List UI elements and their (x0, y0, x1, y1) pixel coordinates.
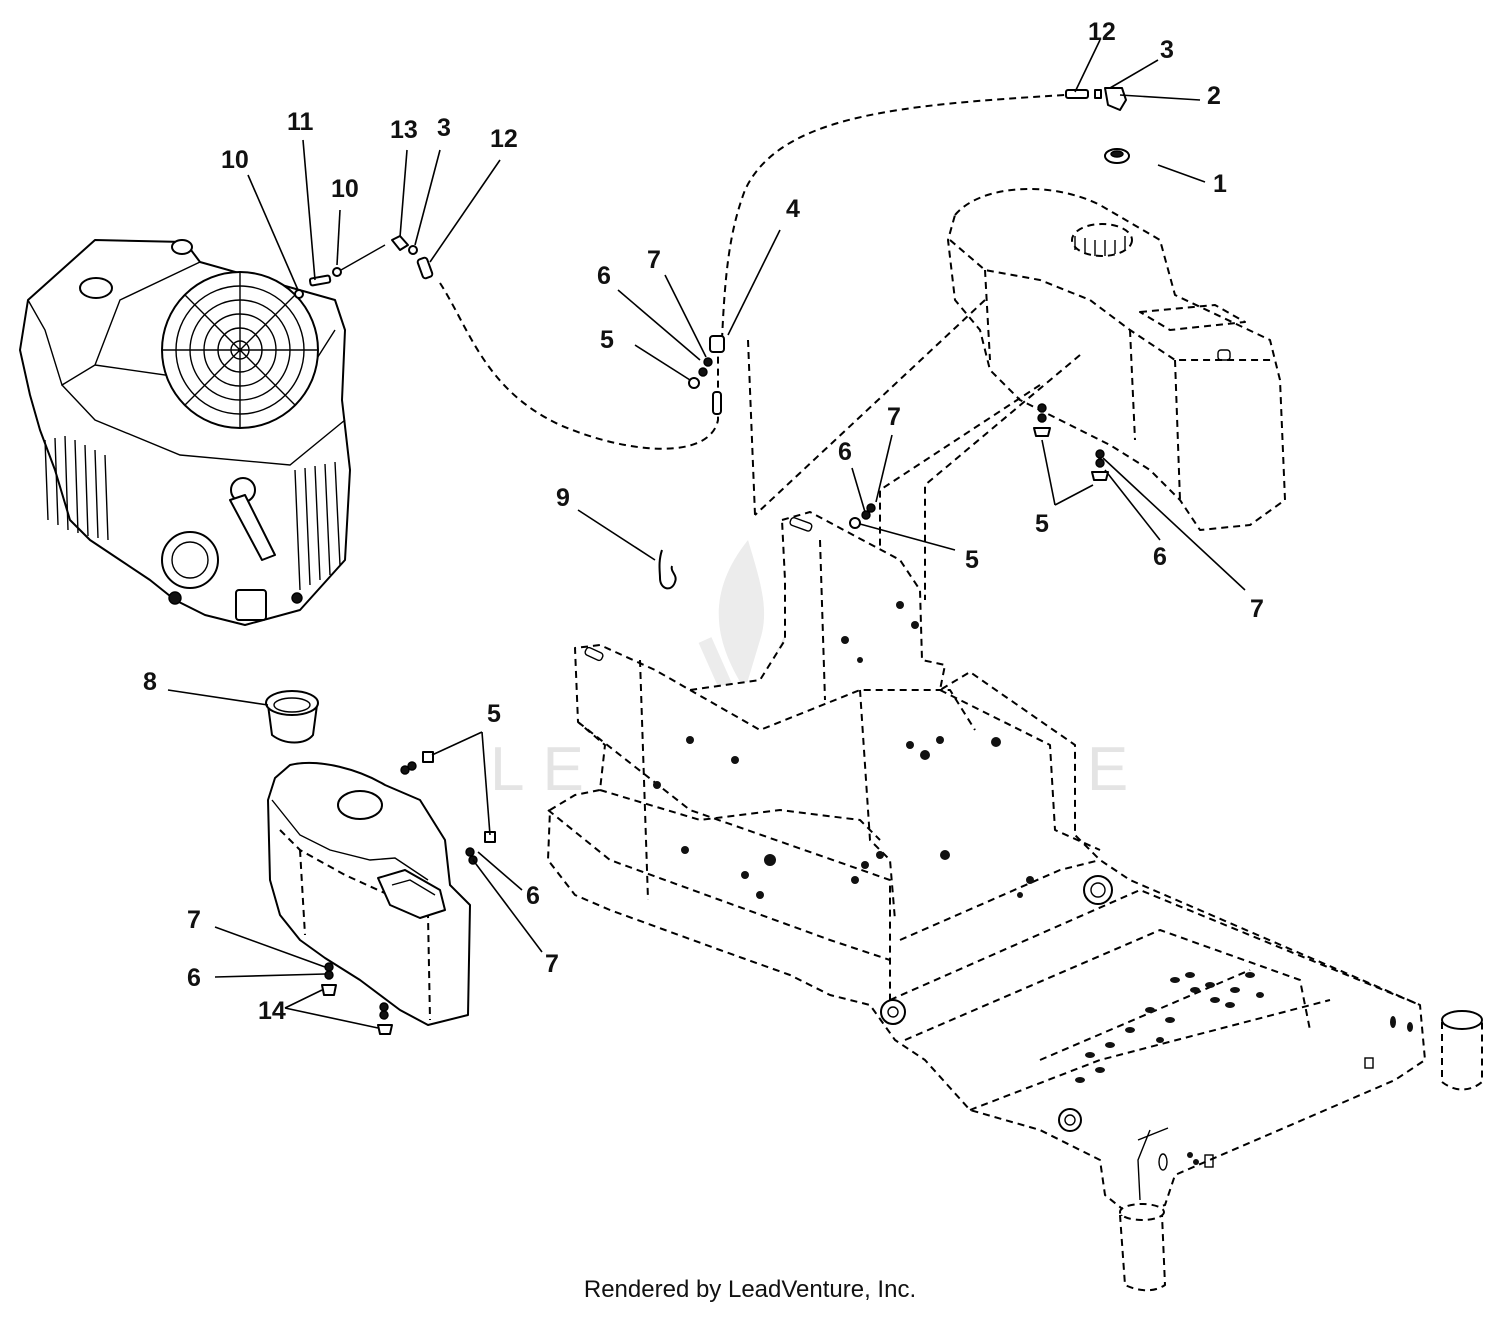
callout-12: 12 (1088, 18, 1116, 46)
bushing (265, 690, 319, 744)
callout-6: 6 (597, 262, 611, 290)
fuel-line (439, 94, 1066, 450)
callout-7: 7 (647, 246, 661, 274)
callout-8: 8 (143, 668, 157, 696)
callout-7: 7 (1250, 595, 1264, 623)
callout-14: 14 (258, 997, 286, 1025)
callout-7: 7 (545, 950, 559, 978)
callout-5: 5 (487, 700, 501, 728)
callout-4: 4 (786, 195, 800, 223)
callout-5: 5 (600, 326, 614, 354)
frame-mount-hardware (849, 503, 876, 529)
deck-plate-holes (1075, 972, 1264, 1083)
footer-credit: Rendered by LeadVenture, Inc. (583, 1276, 917, 1303)
fuel-tank-left (267, 751, 496, 1035)
cylinder-fins (44, 435, 341, 591)
chassis-frame (547, 511, 1483, 1292)
callout-7: 7 (187, 906, 201, 934)
callout-11: 11 (287, 108, 314, 136)
callout-12: 12 (490, 125, 518, 153)
callout-6: 6 (526, 882, 540, 910)
hairpin-clip (658, 549, 677, 590)
leader-lines (167, 39, 1246, 1029)
callout-5: 5 (965, 546, 979, 574)
callout-7: 7 (887, 403, 901, 431)
callout-6: 6 (838, 438, 852, 466)
callout-5: 5 (1035, 510, 1049, 538)
callout-6: 6 (1153, 543, 1167, 571)
fuel-filter (688, 335, 725, 415)
callout-10: 10 (331, 175, 359, 203)
engine (19, 239, 351, 626)
callout-3: 3 (1160, 36, 1174, 64)
callout-2: 2 (1207, 82, 1221, 110)
tank-alignment-lines (747, 299, 1081, 630)
tank-fittings (1065, 87, 1130, 164)
callout-6: 6 (187, 964, 201, 992)
callout-9: 9 (556, 484, 570, 512)
callout-10: 10 (221, 146, 249, 174)
callout-1: 1 (1213, 170, 1227, 198)
callout-3: 3 (437, 114, 451, 142)
callout-13: 13 (390, 116, 418, 144)
engine-fittings (294, 235, 434, 299)
fuel-tank-right (947, 188, 1286, 531)
callout-labels: 1 2 3 3 4 5 5 5 5 6 6 6 6 6 7 7 7 7 7 8 … (143, 18, 1264, 1025)
